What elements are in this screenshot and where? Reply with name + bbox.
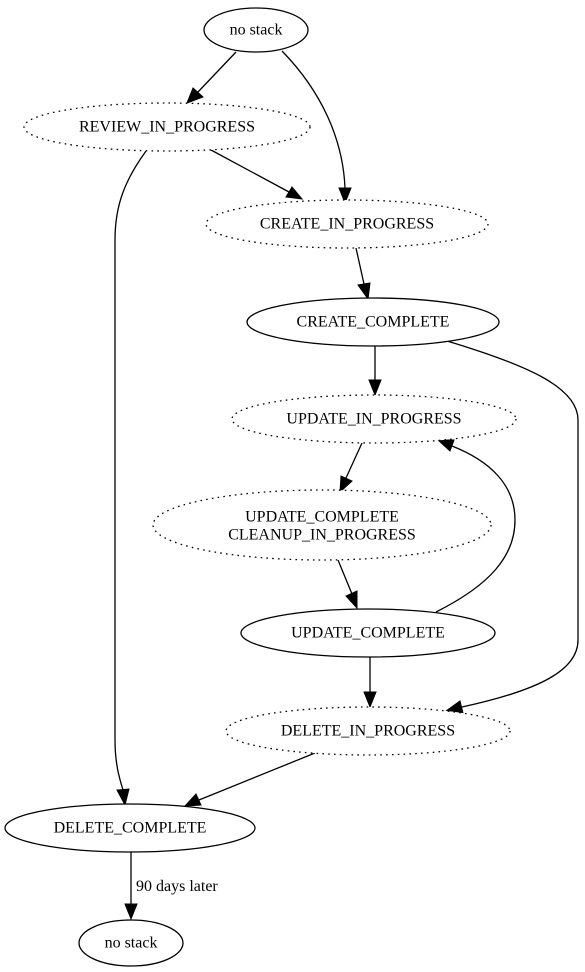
node-update-complete-label: UPDATE_COMPLETE [291,625,445,642]
node-update-cleanup-label-line1: UPDATE_COMPLETE [245,509,399,526]
node-delete-in-progress-label: DELETE_IN_PROGRESS [281,723,455,740]
node-update-complete-cleanup-in-progress: UPDATE_COMPLETE CLEANUP_IN_PROGRESS [152,489,492,561]
edge-start-to-create-in-progress [281,50,352,205]
node-review-label: REVIEW_IN_PROGRESS [79,119,255,136]
edge-update-cleanup-to-update-complete [337,559,358,610]
node-delete-in-progress: DELETE_IN_PROGRESS [225,706,511,756]
node-update-cleanup-label-line2: CLEANUP_IN_PROGRESS [228,527,416,544]
node-delete-complete: DELETE_COMPLETE [4,803,256,853]
edge-review-to-create-in-progress [210,149,304,200]
node-end: no stack [78,919,184,967]
edge-start-to-review [186,51,237,104]
node-update-complete: UPDATE_COMPLETE [240,608,496,658]
node-create-complete: CREATE_COMPLETE [246,297,500,347]
edge-update-complete-to-delete-in-progress [363,657,377,709]
node-start-label: no stack [230,22,283,39]
node-create-complete-label: CREATE_COMPLETE [297,314,450,331]
node-create-in-progress-label: CREATE_IN_PROGRESS [260,216,434,233]
node-update-in-progress: UPDATE_IN_PROGRESS [231,394,517,444]
edge-create-complete-to-update-in-progress [368,346,382,397]
node-create-in-progress: CREATE_IN_PROGRESS [205,199,489,249]
edge-delete-in-progress-to-delete-complete [183,752,316,807]
edge-update-in-progress-to-update-cleanup [339,442,363,494]
edge-review-to-delete-complete [114,150,147,807]
edge-delete-complete-to-end: 90 days later [124,852,218,921]
node-review-in-progress: REVIEW_IN_PROGRESS [23,102,311,152]
node-start: no stack [203,7,309,53]
node-delete-complete-label: DELETE_COMPLETE [54,820,207,837]
node-update-in-progress-label: UPDATE_IN_PROGRESS [286,411,461,428]
edge-create-in-progress-to-create-complete [355,247,371,301]
node-end-label: no stack [105,935,158,952]
edge-label-90-days: 90 days later [136,878,218,895]
